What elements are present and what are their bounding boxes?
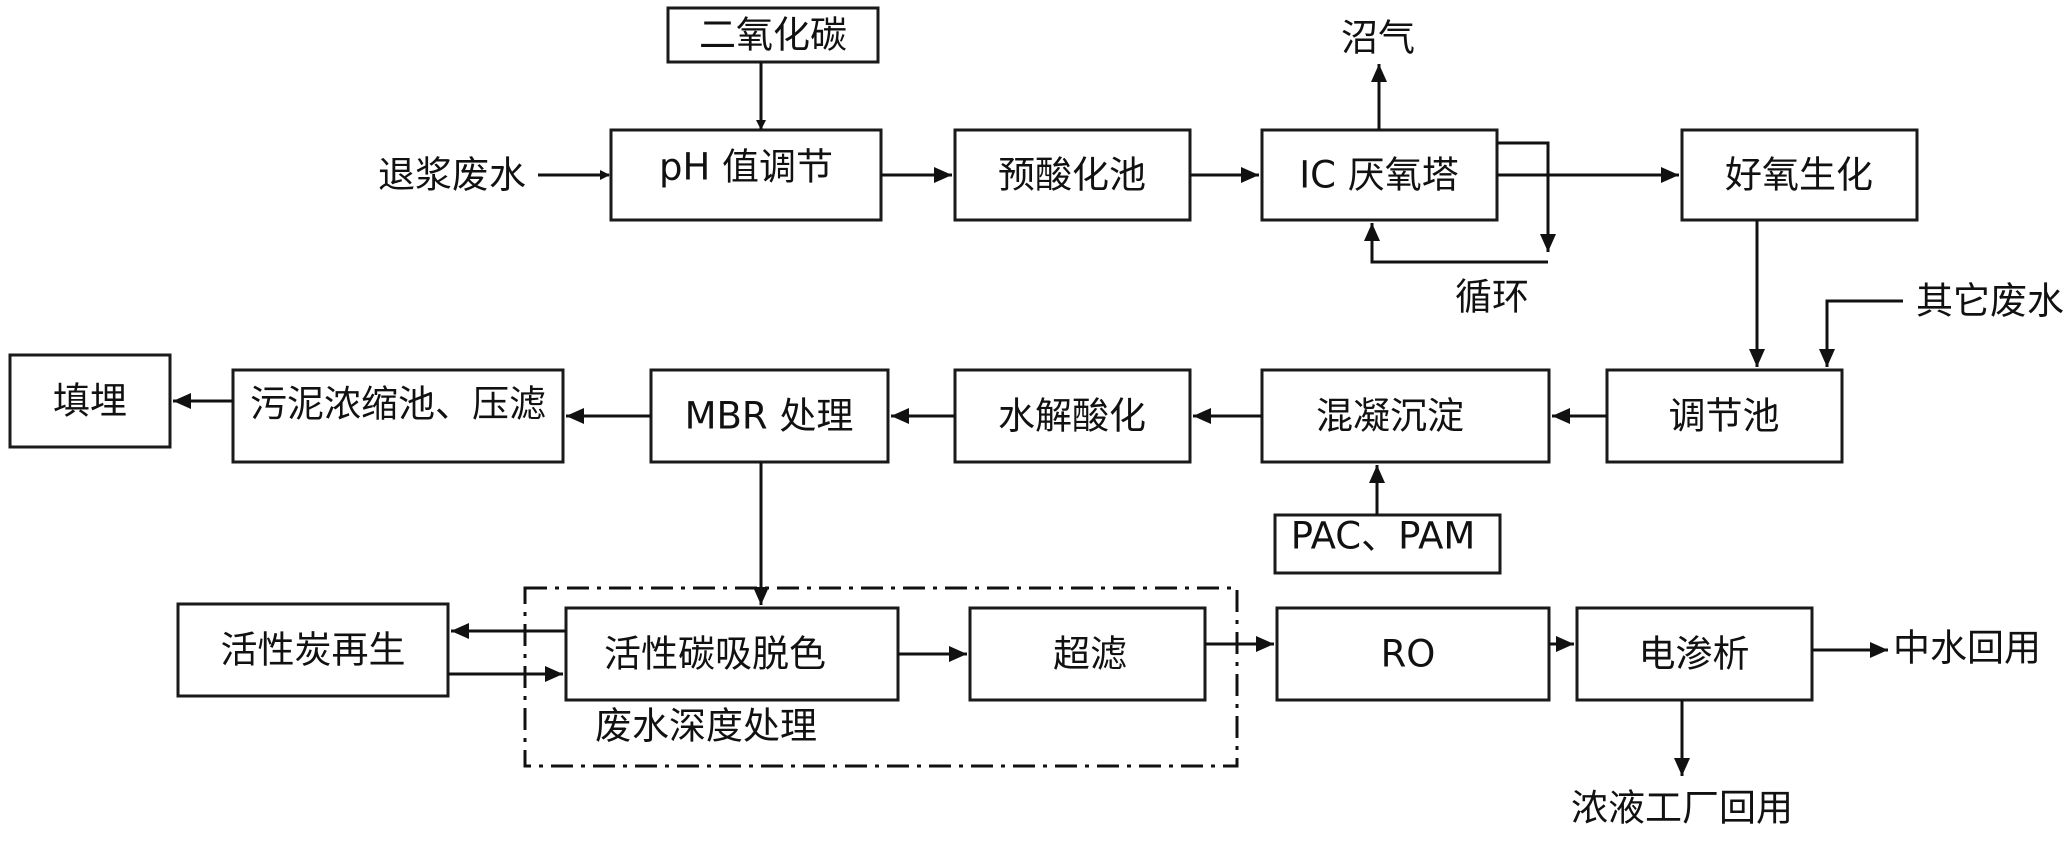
hydrolysis-acidification-box: 水解酸化 <box>953 368 1192 464</box>
aerobic-biochem-box: 好氧生化 <box>1680 128 1919 222</box>
regulating-tank-label: 调节池 <box>1669 395 1780 438</box>
desizing-wastewater-label: 退浆废水 <box>378 154 526 197</box>
flow-ic-recycle-out <box>1497 141 1556 252</box>
ro-box: RO <box>1275 606 1551 702</box>
mbr-treatment-box: MBR 处理 <box>649 368 890 464</box>
carbon-regeneration-label: 活性炭再生 <box>221 629 406 672</box>
aerobic-biochem-label: 好氧生化 <box>1725 154 1873 197</box>
landfill-label: 填埋 <box>53 380 127 423</box>
ultrafiltration-box: 超滤 <box>968 606 1207 702</box>
regulating-tank-box: 调节池 <box>1605 368 1844 464</box>
sludge-thickening-box: 污泥浓缩池、压滤 <box>231 368 565 464</box>
pac-pam-box: PAC、PAM <box>1273 513 1502 575</box>
pre-acidification-label: 预酸化池 <box>998 154 1146 197</box>
coagulation-sedimentation-box: 混凝沉淀 <box>1260 368 1551 464</box>
other-wastewater-label: 其它废水 <box>1916 280 2064 323</box>
pre-acidification-box: 预酸化池 <box>953 128 1192 222</box>
ic-anaerobic-tower-box: IC 厌氧塔 <box>1260 128 1499 222</box>
carbon-regeneration-box: 活性炭再生 <box>176 602 450 698</box>
ro-label: RO <box>1381 633 1436 676</box>
flow-ic-recycle-back <box>1364 223 1548 264</box>
advanced-treatment-label: 废水深度处理 <box>595 705 817 748</box>
ic-anaerobic-tower-label: IC 厌氧塔 <box>1299 154 1459 197</box>
biogas-label: 沼气 <box>1341 17 1415 60</box>
coagulation-sedimentation-label: 混凝沉淀 <box>1316 395 1464 438</box>
electrodialysis-box: 电渗析 <box>1575 606 1814 702</box>
ultrafiltration-label: 超滤 <box>1053 633 1127 676</box>
mbr-treatment-label: MBR 处理 <box>685 395 854 438</box>
carbon-decolor-label: 活性碳吸脱色 <box>604 633 826 676</box>
electrodialysis-label: 电渗析 <box>1639 633 1750 676</box>
co2-box: 二氧化碳 <box>666 6 880 64</box>
hydrolysis-acidification-label: 水解酸化 <box>998 395 1146 438</box>
landfill-box: 填埋 <box>8 353 172 449</box>
reclaimed-water-reuse-label: 中水回用 <box>1893 627 2041 670</box>
co2-label: 二氧化碳 <box>699 14 847 57</box>
sludge-thickening-label: 污泥浓缩池、压滤 <box>250 383 546 426</box>
carbon-decolor-box: 活性碳吸脱色 <box>564 606 900 702</box>
flow-other-to-regulating <box>1819 299 1903 367</box>
pac-pam-label: PAC、PAM <box>1291 515 1476 558</box>
advanced-treatment-group-frame <box>523 586 1239 768</box>
ph-adjust-box: pH 值调节 <box>609 128 883 222</box>
recycle-label: 循环 <box>1455 276 1529 319</box>
ph-adjust-label: pH 值调节 <box>659 146 833 189</box>
concentrate-factory-reuse-label: 浓液工厂回用 <box>1571 787 1793 830</box>
